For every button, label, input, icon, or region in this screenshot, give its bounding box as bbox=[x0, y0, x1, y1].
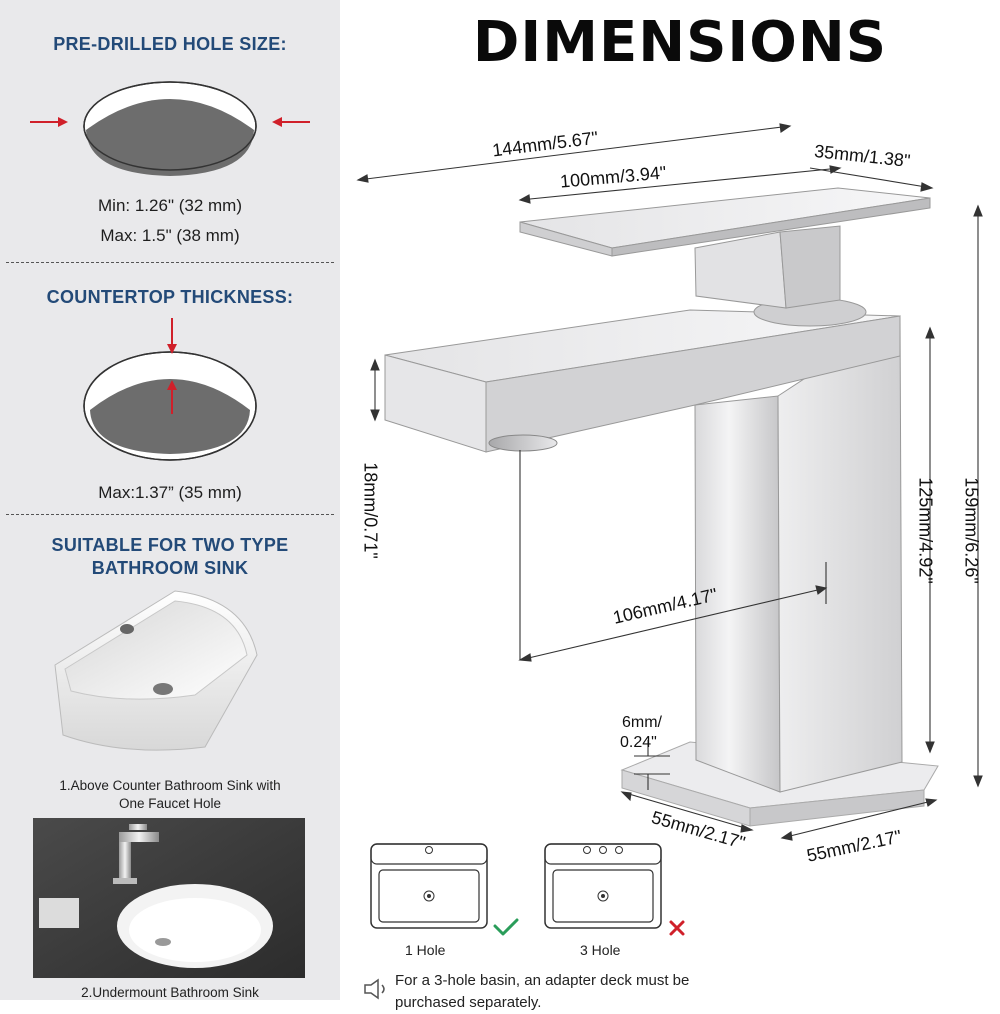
countertop-diagram bbox=[83, 318, 257, 461]
divider bbox=[6, 514, 334, 515]
dim-overall-height: 159mm/6.26" bbox=[961, 477, 982, 584]
sink1-caption-line1: 1.Above Counter Bathroom Sink with bbox=[59, 778, 281, 793]
dim-spout-thickness: 18mm/0.71" bbox=[360, 462, 381, 559]
hole-min-text: Min: 1.26" (32 mm) bbox=[98, 196, 242, 215]
undermount-sink-image bbox=[33, 818, 305, 978]
sink-heading-line2: BATHROOM SINK bbox=[91, 558, 249, 578]
sink1-caption-line2: One Faucet Hole bbox=[118, 796, 222, 811]
arrow-up-icon bbox=[167, 380, 177, 414]
sink-heading-line1: SUITABLE FOR TWO TYPE bbox=[51, 535, 289, 555]
faucet-illustration bbox=[384, 187, 939, 827]
dim-base-thickness-line1: 6mm/ bbox=[622, 714, 662, 731]
arrow-right-icon bbox=[30, 117, 68, 127]
cross-icon bbox=[669, 920, 685, 936]
three-hole-sink-icon bbox=[544, 843, 662, 929]
arrow-left-icon bbox=[272, 117, 310, 127]
one-hole-sink-icon bbox=[370, 843, 488, 929]
faucet-dimension-drawing bbox=[356, 123, 983, 841]
three-hole-label: 3 Hole bbox=[580, 942, 621, 958]
hole-size-heading: PRE-DRILLED HOLE SIZE: bbox=[53, 34, 287, 54]
sink2-caption: 2.Undermount Bathroom Sink bbox=[81, 985, 259, 1000]
divider bbox=[6, 262, 334, 263]
arrow-down-icon bbox=[167, 318, 177, 354]
dim-base-thickness-line2: 0.24" bbox=[620, 734, 657, 751]
check-icon bbox=[493, 918, 519, 936]
dim-body-height: 125mm/4.92" bbox=[915, 477, 936, 584]
thickness-heading: COUNTERTOP THICKNESS: bbox=[46, 287, 294, 307]
thickness-max-text: Max:1.37” (35 mm) bbox=[98, 483, 242, 502]
hole-size-diagram bbox=[30, 81, 310, 176]
hole-max-text: Max: 1.5" (38 mm) bbox=[100, 226, 240, 245]
adapter-note: For a 3-hole basin, an adapter deck must… bbox=[395, 972, 690, 1011]
speaker-icon bbox=[364, 978, 385, 1000]
one-hole-label: 1 Hole bbox=[405, 942, 446, 958]
page-title: DIMENSIONS bbox=[472, 10, 888, 75]
dimension-lines bbox=[356, 123, 983, 841]
left-panel: PRE-DRILLED HOLE SIZE: Min: 1.26" (32 mm… bbox=[0, 0, 340, 1000]
hole-type-legend bbox=[370, 843, 685, 936]
vessel-sink-image bbox=[54, 590, 258, 751]
